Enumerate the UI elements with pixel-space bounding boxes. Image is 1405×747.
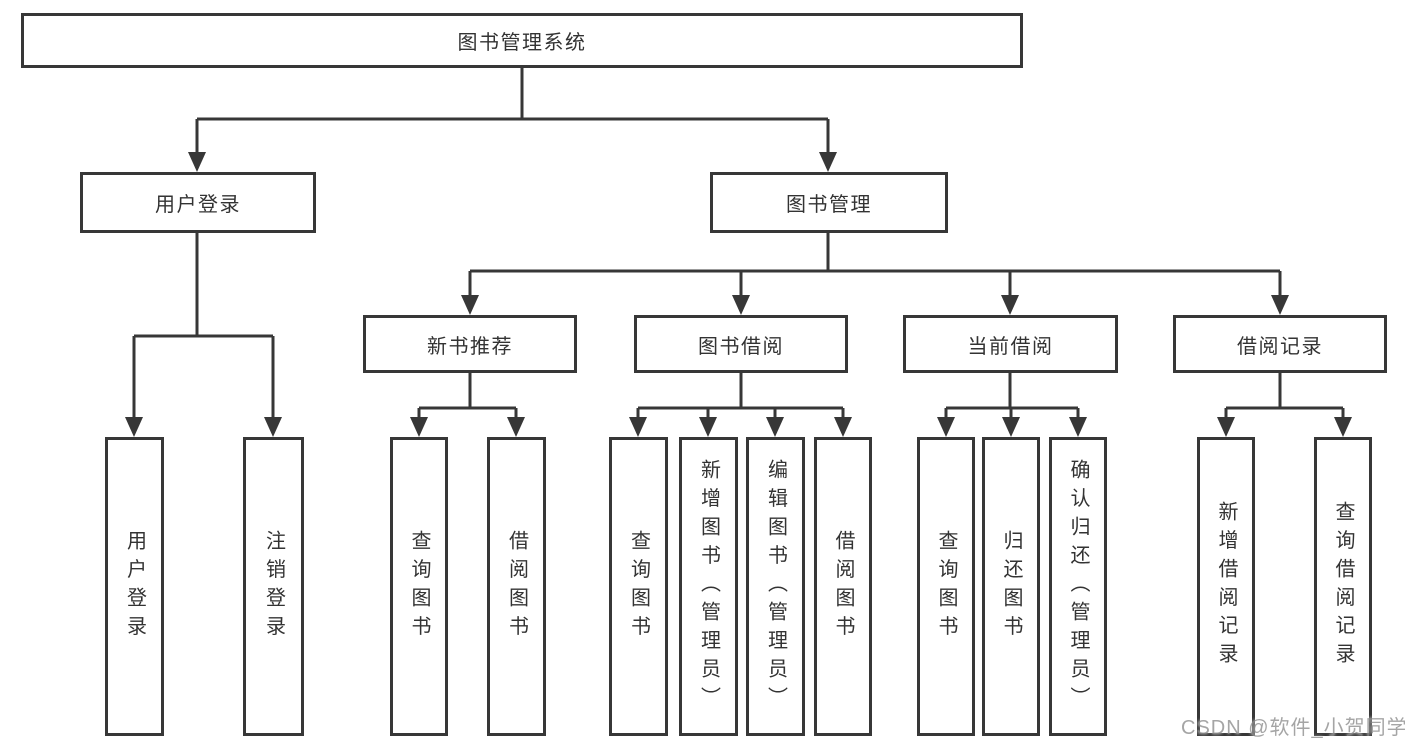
node-current-borrowing: 当前借阅 xyxy=(903,315,1118,373)
node-label: 查询借阅记录 xyxy=(1332,501,1354,672)
leaf-borrow-books-1: 借阅图书 xyxy=(487,437,546,736)
node-label: 新书推荐 xyxy=(427,335,513,358)
leaf-edit-books-admin: 编辑图书（管理员） xyxy=(746,437,805,736)
leaf-borrow-books-2: 借阅图书 xyxy=(814,437,872,736)
node-label: 确认归还（管理员） xyxy=(1067,458,1089,715)
node-label: 查询图书 xyxy=(408,529,430,644)
node-label: 用户登录 xyxy=(155,194,241,216)
connector-bookmgmt-to-level3 xyxy=(468,232,1282,298)
node-label: 借阅图书 xyxy=(505,529,528,644)
leaf-add-books-admin: 新增图书（管理员） xyxy=(679,437,738,736)
node-book-management: 图书管理 xyxy=(710,172,948,233)
leaf-query-books-1: 查询图书 xyxy=(390,437,448,736)
node-borrow-records: 借阅记录 xyxy=(1173,315,1387,373)
node-label: 编辑图书（管理员） xyxy=(764,458,787,715)
leaf-user-login: 用户登录 xyxy=(105,437,164,736)
node-label: 借阅图书 xyxy=(832,529,854,644)
node-label: 当前借阅 xyxy=(967,335,1054,358)
node-user-login: 用户登录 xyxy=(80,172,316,233)
connector-records-to-leaves xyxy=(1224,372,1345,420)
leaf-query-books-2: 查询图书 xyxy=(609,437,668,736)
node-label: 用户登录 xyxy=(123,529,146,644)
leaf-query-borrow-record: 查询借阅记录 xyxy=(1314,437,1372,736)
node-book-borrowing: 图书借阅 xyxy=(634,315,848,373)
leaf-add-borrow-record: 新增借阅记录 xyxy=(1197,437,1255,736)
node-label: 查询图书 xyxy=(935,529,957,644)
node-label: 图书管理系统 xyxy=(457,32,587,54)
connector-root-to-level2 xyxy=(195,68,830,160)
connector-bookborrow-to-leaves xyxy=(636,372,845,420)
node-label: 借阅记录 xyxy=(1237,335,1323,358)
connector-newbooks-to-leaves xyxy=(417,372,518,420)
node-label: 查询图书 xyxy=(627,529,650,644)
node-label: 图书管理 xyxy=(786,194,872,216)
node-label: 注销登录 xyxy=(262,529,285,644)
node-label: 新增图书（管理员） xyxy=(697,458,720,715)
watermark-text: CSDN @软件_小贺同学 xyxy=(1181,717,1405,739)
node-label: 图书借阅 xyxy=(698,335,784,358)
node-book-system: 图书管理系统 xyxy=(21,13,1023,68)
leaf-confirm-return-admin: 确认归还（管理员） xyxy=(1049,437,1107,736)
node-label: 归还图书 xyxy=(1000,529,1022,644)
connector-currentborrow-to-leaves xyxy=(944,372,1080,420)
leaf-query-books-3: 查询图书 xyxy=(917,437,975,736)
leaf-return-books: 归还图书 xyxy=(982,437,1040,736)
leaf-logout: 注销登录 xyxy=(243,437,304,736)
node-label: 新增借阅记录 xyxy=(1215,501,1237,672)
connector-userlogin-to-leaves xyxy=(132,232,275,420)
node-new-book-recommend: 新书推荐 xyxy=(363,315,577,373)
